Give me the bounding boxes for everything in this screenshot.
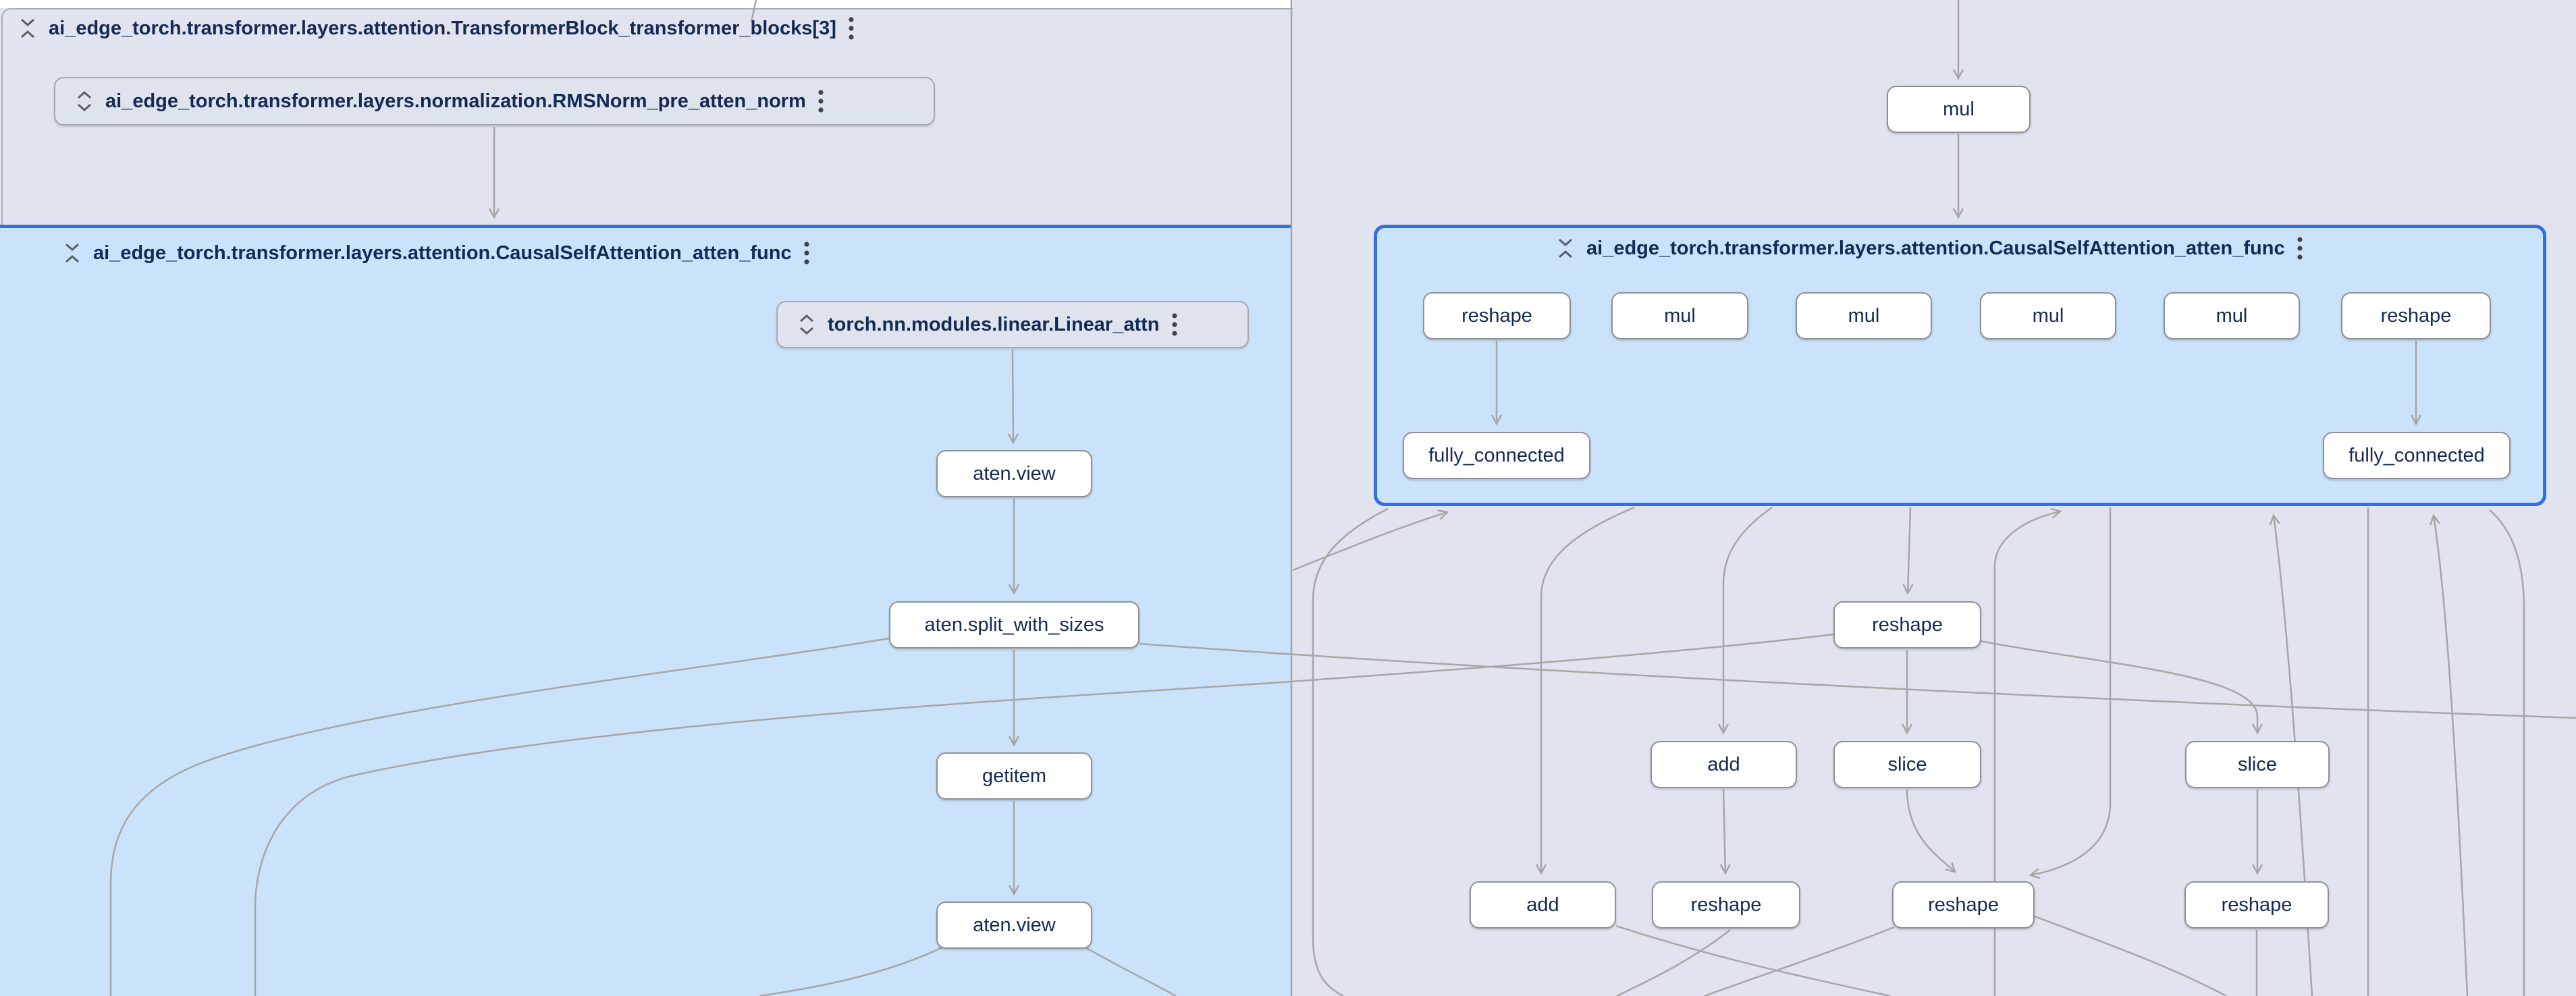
collapsed-group-linear-attn[interactable]: torch.nn.modules.linear.Linear_attn bbox=[776, 301, 1249, 348]
node-fully-connected-1[interactable]: fully_connected bbox=[1403, 432, 1590, 479]
node-aten-split-with-sizes[interactable]: aten.split_with_sizes bbox=[889, 601, 1139, 648]
unfold-more-icon[interactable] bbox=[797, 313, 817, 336]
node-add-1[interactable]: add bbox=[1651, 741, 1797, 788]
group-title: ai_edge_torch.transformer.layers.attenti… bbox=[1586, 237, 2285, 259]
group-header-causal-self-attention-right[interactable]: ai_edge_torch.transformer.layers.attenti… bbox=[1555, 233, 2304, 263]
node-aten-view-2[interactable]: aten.view bbox=[936, 902, 1092, 949]
group-header-causal-self-attention-left[interactable]: ai_edge_torch.transformer.layers.attenti… bbox=[62, 238, 811, 268]
more-vert-icon[interactable] bbox=[847, 15, 855, 42]
canvas-top-margin bbox=[0, 0, 1293, 8]
unfold-less-icon[interactable] bbox=[62, 242, 82, 265]
unfold-less-icon[interactable] bbox=[18, 17, 38, 40]
more-vert-icon[interactable] bbox=[2296, 235, 2304, 262]
node-reshape-b1[interactable]: reshape bbox=[1652, 881, 1800, 929]
node-mul-rp-3[interactable]: mul bbox=[1980, 292, 2116, 339]
node-mul-rp-4[interactable]: mul bbox=[2164, 292, 2300, 339]
node-getitem[interactable]: getitem bbox=[936, 752, 1092, 800]
node-reshape-b2[interactable]: reshape bbox=[1892, 881, 2035, 929]
more-vert-icon[interactable] bbox=[803, 240, 811, 267]
node-reshape-rp-out[interactable]: reshape bbox=[2341, 292, 2491, 339]
node-reshape-b3[interactable]: reshape bbox=[2184, 881, 2329, 929]
node-mul-top[interactable]: mul bbox=[1887, 86, 2031, 133]
node-mul-rp-2[interactable]: mul bbox=[1796, 292, 1932, 339]
group-title: ai_edge_torch.transformer.layers.normali… bbox=[105, 90, 806, 112]
node-reshape-mid[interactable]: reshape bbox=[1833, 601, 1981, 648]
more-vert-icon[interactable] bbox=[817, 88, 825, 115]
node-slice-1[interactable]: slice bbox=[1833, 741, 1981, 788]
node-fully-connected-2[interactable]: fully_connected bbox=[2323, 432, 2511, 479]
more-vert-icon[interactable] bbox=[1171, 311, 1179, 338]
node-mul-rp-1[interactable]: mul bbox=[1611, 292, 1748, 339]
node-reshape-rp-in[interactable]: reshape bbox=[1423, 292, 1571, 339]
group-title: ai_edge_torch.transformer.layers.attenti… bbox=[93, 242, 792, 264]
collapsed-group-rmsnorm[interactable]: ai_edge_torch.transformer.layers.normali… bbox=[54, 77, 935, 126]
unfold-less-icon[interactable] bbox=[1555, 237, 1576, 260]
node-aten-view-1[interactable]: aten.view bbox=[936, 450, 1092, 497]
node-slice-2[interactable]: slice bbox=[2185, 741, 2330, 788]
group-title: torch.nn.modules.linear.Linear_attn bbox=[828, 313, 1160, 335]
group-title: ai_edge_torch.transformer.layers.attenti… bbox=[49, 17, 836, 39]
node-add-2[interactable]: add bbox=[1470, 881, 1616, 929]
unfold-more-icon[interactable] bbox=[74, 90, 95, 113]
group-header-transformer-block[interactable]: ai_edge_torch.transformer.layers.attenti… bbox=[18, 13, 855, 43]
